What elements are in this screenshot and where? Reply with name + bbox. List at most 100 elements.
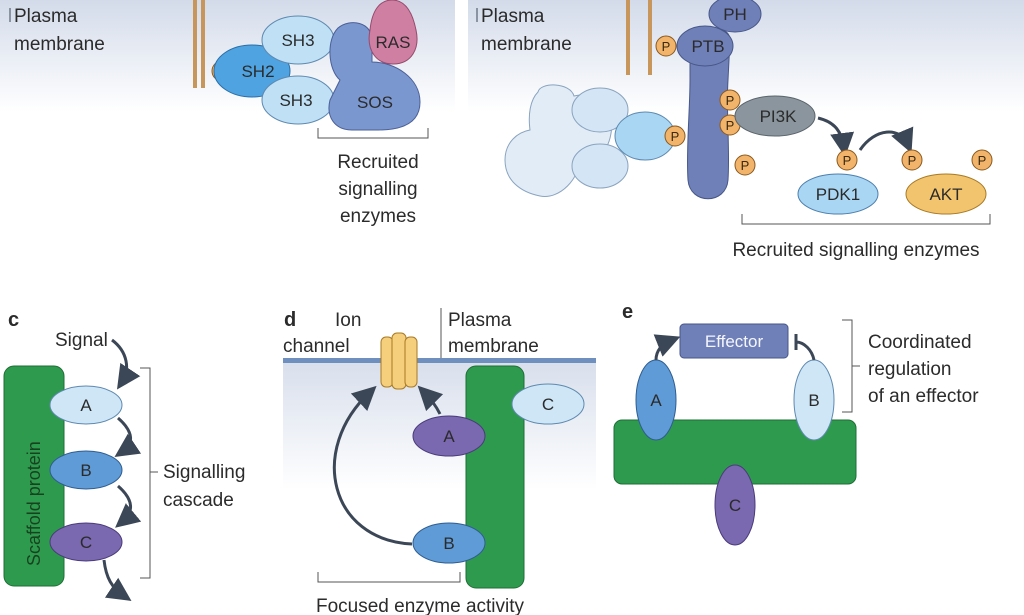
- panel-a-receptor-helix-right: [201, 0, 205, 88]
- panel-a-receptor-helix-left: [193, 0, 197, 88]
- panel-d-membrane-label-1: Plasma: [448, 310, 512, 331]
- panel-a-membrane-label-2: membrane: [14, 34, 105, 55]
- panel-a-ras-label: RAS: [376, 33, 411, 52]
- panel-b-ptb-label: PTB: [691, 37, 724, 56]
- panel-d-letter: d: [284, 309, 296, 331]
- panel-b-receptor-phospho-label: P: [662, 39, 671, 54]
- panel-b-ph-domain: [708, 0, 762, 33]
- panel-e-arrow-a-to-effector: [653, 334, 681, 361]
- panel-b-phospho-2-label: P: [726, 93, 735, 108]
- panel-b-pi3k-arrow: [817, 116, 855, 157]
- panel-e-coordinated-label-1: Coordinated: [868, 332, 972, 353]
- panel-e: e Effector A B C Coordinated regulation …: [613, 301, 979, 546]
- panel-b: Plasma membrane PH PTB P P P P P PI3K: [468, 0, 1024, 261]
- panel-c-node-a: [49, 385, 123, 425]
- panel-d-node-c-label: C: [542, 395, 554, 414]
- panel-e-node-c: [714, 464, 756, 546]
- panel-b-phospho-4-label: P: [741, 158, 750, 173]
- panel-b-pi3k-enzyme: [734, 95, 816, 137]
- panel-d-focused-label: Focused enzyme activity: [316, 596, 525, 615]
- panel-c: c Signal Scaffold protein A B C Signalli…: [3, 309, 245, 601]
- panel-b-akt-phospho-1-label: P: [908, 153, 917, 168]
- panel-a-recruited-label-1: Recruited: [337, 152, 418, 173]
- panel-b-phospho-3-label: P: [726, 118, 735, 133]
- panel-e-letter: e: [622, 301, 633, 323]
- panel-d-node-a-label: A: [443, 427, 455, 446]
- panel-a-sh2-label: SH2: [241, 62, 274, 81]
- panel-d-ion-channel-label-2: channel: [283, 336, 350, 357]
- panel-e-node-b-label: B: [808, 391, 819, 410]
- panel-c-cascade-bracket: [140, 367, 158, 579]
- panel-c-node-b-label: B: [80, 461, 91, 480]
- panel-d-node-b: [412, 522, 486, 564]
- panel-b-pdk1-phospho: [836, 149, 858, 171]
- panel-b-membrane-label-2: membrane: [481, 34, 572, 55]
- panel-e-inhibit-b-to-effector: [794, 334, 816, 361]
- panel-d-node-c: [511, 383, 585, 425]
- panel-d-focused-bracket: [317, 572, 461, 583]
- panel-b-receptor-helix-right: [648, 0, 652, 75]
- panel-b-akt-enzyme: [905, 173, 987, 215]
- panel-c-node-a-label: A: [80, 396, 92, 415]
- panel-a-membrane-label-1: Plasma: [14, 6, 78, 27]
- panel-c-signal-label: Signal: [55, 330, 108, 351]
- panel-d-node-a: [412, 415, 486, 457]
- panel-b-recruited-bracket: [741, 214, 991, 225]
- panel-b-akt-phospho-1: [901, 149, 923, 171]
- panel-b-phospho-1-label: P: [671, 129, 680, 144]
- panel-b-pi3k-label: PI3K: [760, 107, 798, 126]
- panel-b-phospho-4: [734, 154, 756, 176]
- panel-b-ph-label: PH: [723, 5, 747, 24]
- panel-e-coordinated-bracket: [842, 319, 860, 413]
- panel-c-arrow-signal-to-a: [111, 338, 141, 390]
- panel-b-pdk1-label: PDK1: [816, 185, 860, 204]
- panel-a-ras-protein: [368, 0, 418, 65]
- panel-a-sh3-top-label: SH3: [281, 31, 314, 50]
- panel-c-node-c-label: C: [80, 533, 92, 552]
- panel-b-phospho-2: [719, 89, 741, 111]
- panel-d-ion-channel: [380, 332, 418, 390]
- panel-c-arrow-b-to-c: [115, 484, 142, 528]
- panel-a-recruited-bracket: [317, 128, 429, 139]
- panel-b-akt-phospho-2-label: P: [978, 153, 987, 168]
- panel-e-node-c-label: C: [729, 496, 741, 515]
- panel-d-arrow-a-to-channel: [417, 385, 444, 415]
- panel-b-akt-label: AKT: [929, 185, 962, 204]
- panel-d: d Ion channel Plasma membrane C A B Focu…: [283, 308, 596, 615]
- panel-c-arrow-c-out: [102, 559, 132, 601]
- panel-b-akt-phospho-2: [971, 149, 993, 171]
- panel-b-adaptor-bottom-domain: [571, 143, 629, 189]
- panel-a-sos-label: SOS: [357, 93, 393, 112]
- panel-d-scaffold-protein: [465, 365, 525, 589]
- panel-b-pdk1-to-akt-arrow: [858, 126, 914, 154]
- panel-b-membrane-label-1: Plasma: [481, 6, 545, 27]
- panel-a-recruited-label-2: signalling: [338, 179, 417, 200]
- panel-d-membrane-label-2: membrane: [448, 336, 539, 357]
- panel-b-receptor-helix-left: [626, 0, 630, 75]
- panel-b-adaptor-top-domain: [571, 87, 629, 133]
- panel-e-node-a-label: A: [650, 391, 662, 410]
- panel-b-phospho-1: [664, 125, 686, 147]
- panel-e-coordinated-label-3: of an effector: [868, 386, 979, 407]
- panel-c-node-b: [49, 450, 123, 490]
- panel-c-node-c: [49, 522, 123, 562]
- panel-d-arrow-b-to-channel: [332, 385, 413, 546]
- panel-c-arrow-a-to-b: [114, 416, 142, 457]
- panel-c-cascade-label-1: Signalling: [163, 462, 245, 483]
- panel-e-effector-label: Effector: [705, 332, 764, 351]
- panel-a: Plasma membrane P SH2 SH3 SH3 SOS RAS Re…: [0, 0, 455, 227]
- panel-b-pdk1-enzyme: [797, 173, 879, 215]
- panel-d-ion-channel-label-1: Ion: [335, 310, 361, 331]
- panel-b-ptb-domain: [676, 25, 734, 67]
- panel-b-receptor-phospho: [655, 35, 677, 57]
- panel-b-pdk1-phospho-label: P: [843, 153, 852, 168]
- panel-a-recruited-label-3: enzymes: [340, 206, 416, 227]
- panel-c-scaffold-label: Scaffold protein: [24, 441, 44, 566]
- panel-e-coordinated-label-2: regulation: [868, 359, 951, 380]
- panel-d-node-b-label: B: [443, 534, 454, 553]
- panel-d-plasma-membrane: [283, 358, 596, 363]
- panel-c-cascade-label-2: cascade: [163, 490, 234, 511]
- panel-b-recruited-label: Recruited signalling enzymes: [732, 240, 979, 261]
- panel-a-sh3-bottom-label: SH3: [279, 91, 312, 110]
